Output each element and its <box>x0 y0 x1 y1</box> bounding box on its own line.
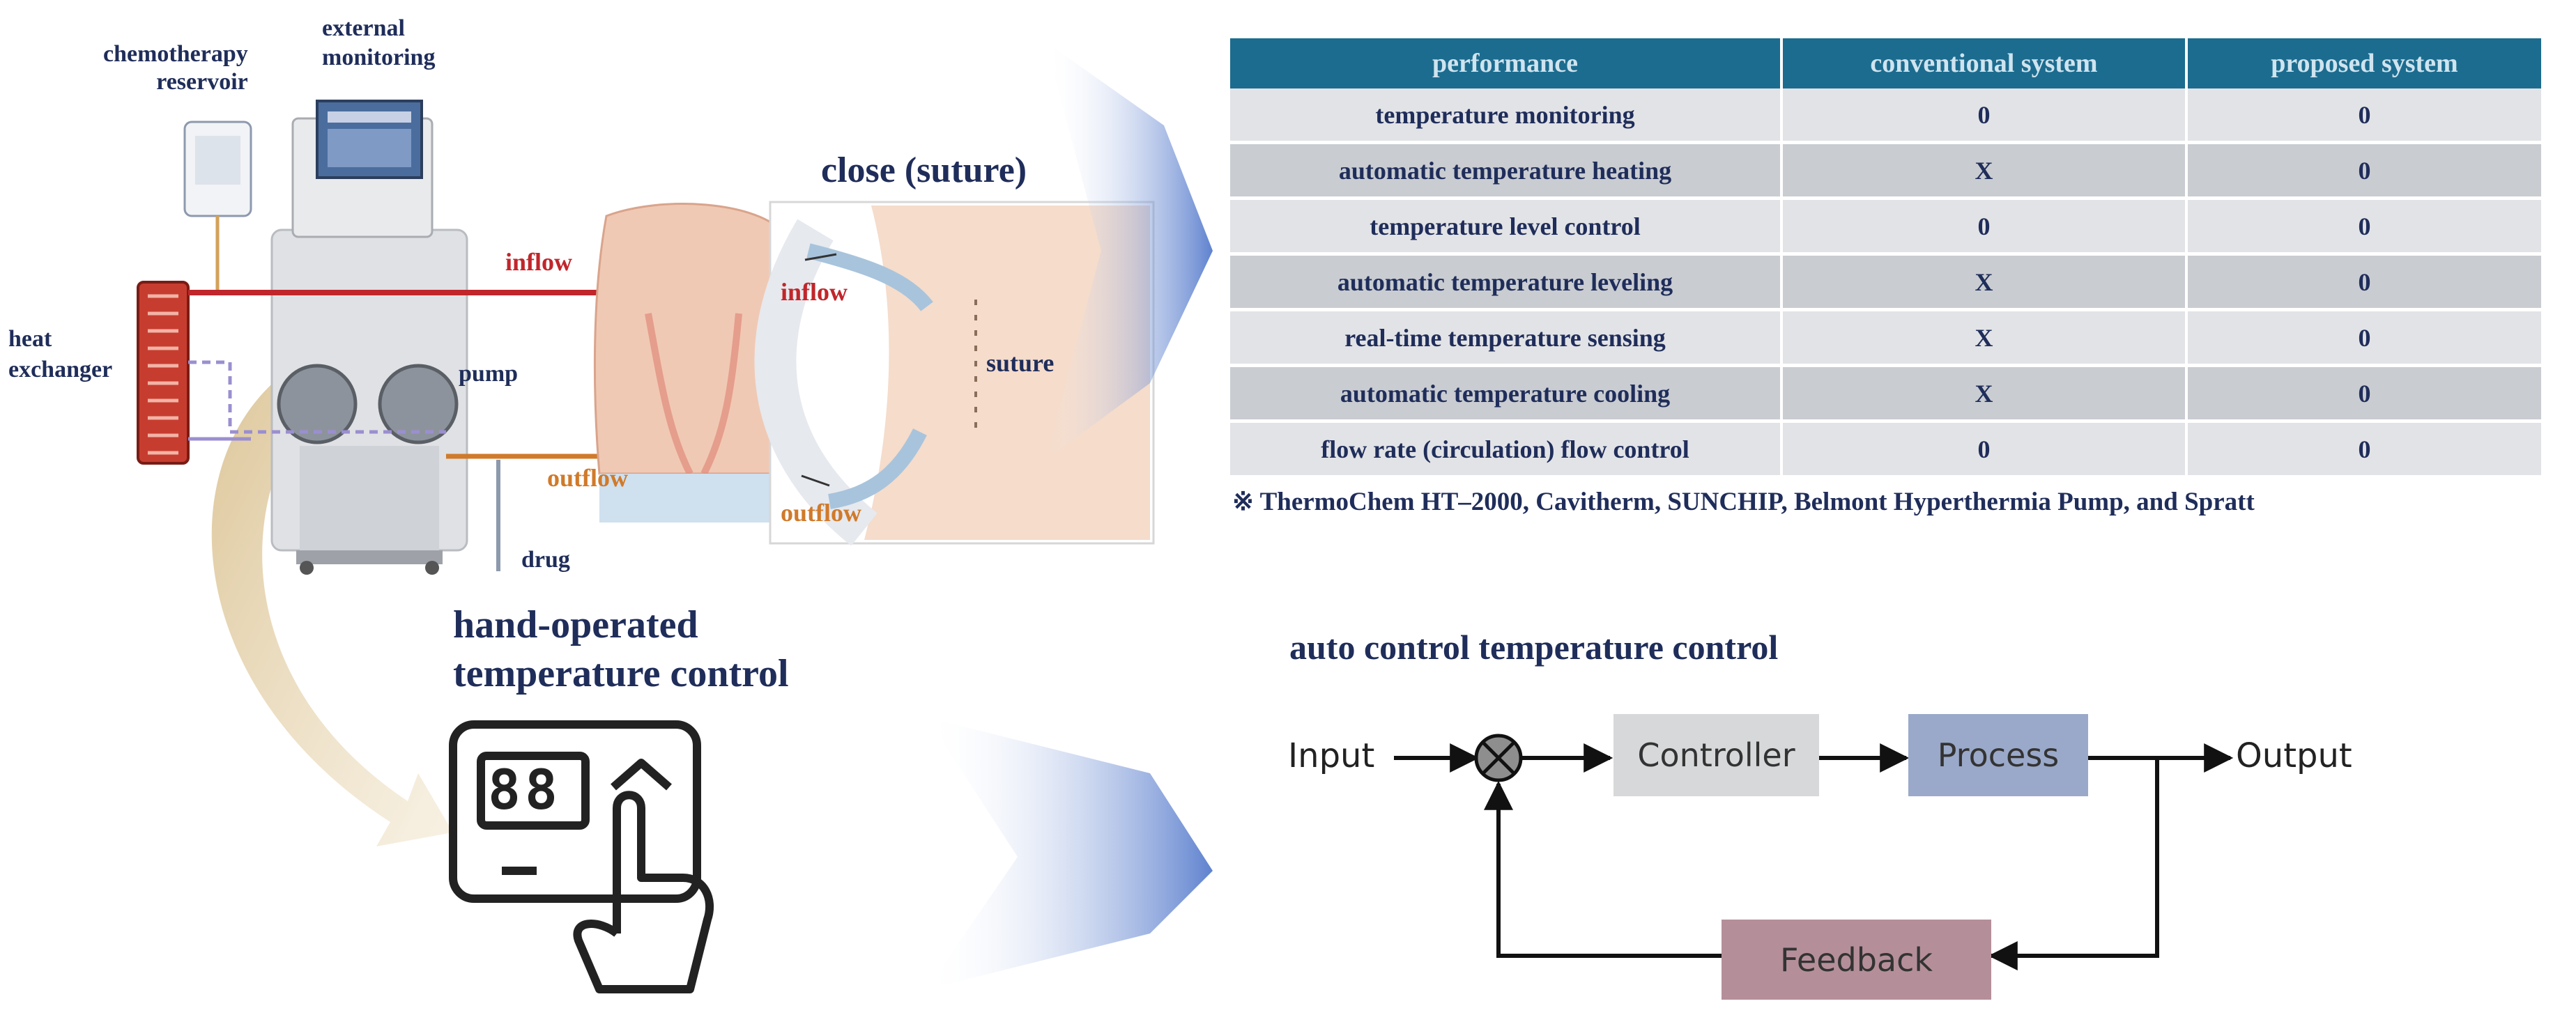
external-monitoring-label: external monitoring <box>322 15 436 70</box>
patient-torso <box>593 203 789 475</box>
inset-outflow-label: outflow <box>781 499 861 527</box>
row-label: temperature monitoring <box>1230 88 1783 144</box>
conventional-value: X <box>1781 365 2188 423</box>
inflow-label: inflow <box>505 248 573 276</box>
feedback-block: Feedback <box>1722 920 1991 1000</box>
inset-suture-label: suture <box>986 349 1055 377</box>
conventional-value: 0 <box>1781 198 2188 256</box>
proposed-value: 0 <box>2186 88 2545 144</box>
auto-control-title: auto control temperature control <box>1289 628 1779 667</box>
pump-label: pump <box>459 361 519 387</box>
proposed-value: 0 <box>2186 198 2545 256</box>
conventional-value: X <box>1781 254 2188 311</box>
input-label: Input <box>1288 736 1375 775</box>
conventional-value: 0 <box>1781 421 2188 479</box>
inset-inflow-label: inflow <box>781 278 848 306</box>
conventional-value: 0 <box>1781 88 2188 144</box>
row-label: automatic temperature leveling <box>1230 254 1783 311</box>
row-label: real-time temperature sensing <box>1230 309 1783 367</box>
row-label: automatic temperature heating <box>1230 142 1783 200</box>
row-label: automatic temperature cooling <box>1230 365 1783 423</box>
performance-comparison-table: performance conventional system proposed… <box>1230 38 2545 479</box>
heat-exchanger-label: heat exchanger <box>8 326 113 382</box>
inset-title: close (suture) <box>821 150 1027 190</box>
header-performance: performance <box>1230 38 1783 88</box>
output-label: Output <box>2236 736 2352 775</box>
drug-label: drug <box>521 547 570 573</box>
proposed-value: 0 <box>2186 365 2545 423</box>
conventional-value: X <box>1781 142 2188 200</box>
outflow-label: outflow <box>547 464 628 492</box>
row-label: flow rate (circulation) flow control <box>1230 421 1783 479</box>
process-block: Process <box>1908 714 2088 796</box>
control-loop-lines <box>1394 734 2234 970</box>
header-proposed: proposed system <box>2186 38 2545 88</box>
chemotherapy-reservoir-label: chemotherapy reservoir <box>103 41 248 95</box>
controller-block: Controller <box>1613 714 1819 796</box>
summing-junction-icon <box>1474 734 1523 782</box>
conventional-value: X <box>1781 309 2188 367</box>
bottom-chevron-arrow <box>927 718 1213 989</box>
hand-device-icon <box>449 720 714 993</box>
table-footnote: ※ ThermoChem HT–2000, Cavitherm, SUNCHIP… <box>1232 488 2255 516</box>
proposed-value: 0 <box>2186 254 2545 311</box>
row-label: temperature level control <box>1230 198 1783 256</box>
top-chevron-arrow <box>1045 42 1213 460</box>
hipec-system-illustration <box>137 42 1213 993</box>
header-conventional: conventional system <box>1781 38 2188 88</box>
proposed-value: 0 <box>2186 142 2545 200</box>
hand-operated-title: hand-operated temperature control <box>453 603 789 695</box>
device-display-digits: 88 <box>488 759 562 822</box>
proposed-value: 0 <box>2186 421 2545 479</box>
proposed-value: 0 <box>2186 309 2545 367</box>
